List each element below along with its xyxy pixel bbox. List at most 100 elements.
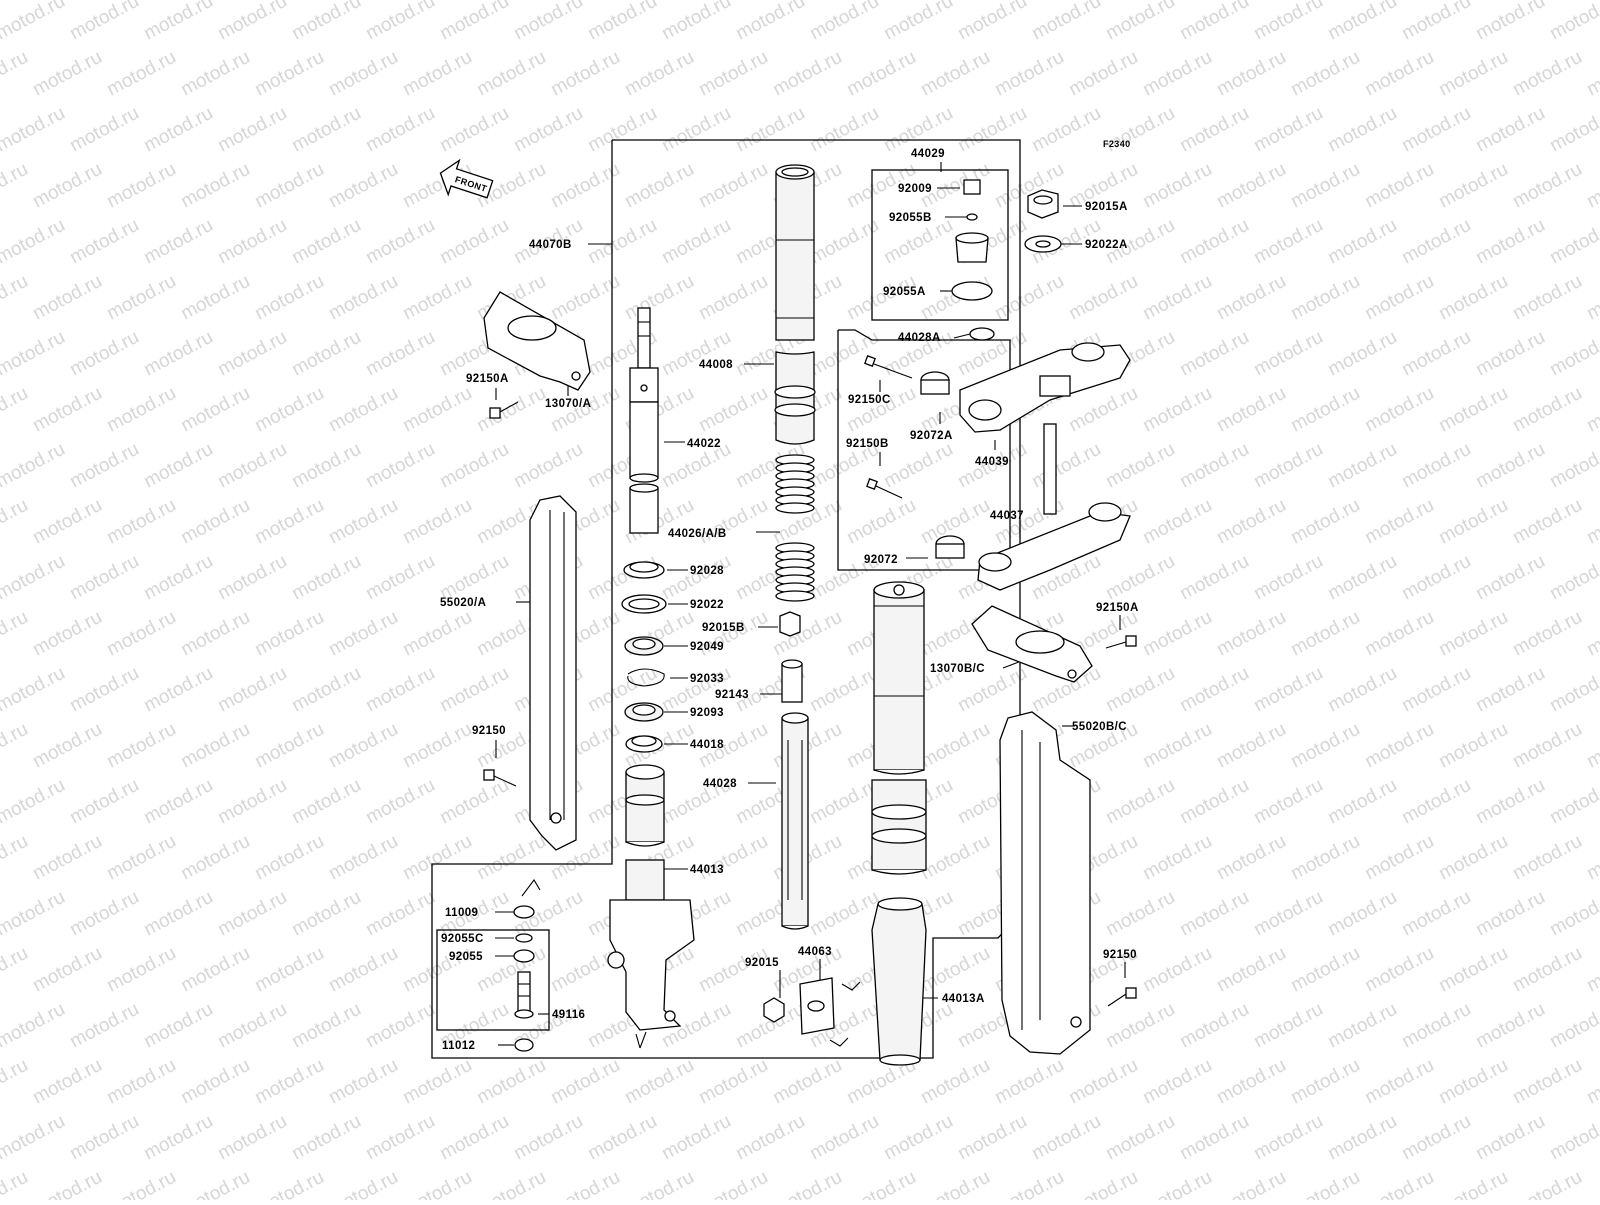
watermark-text: motod.ru [695,1167,771,1200]
outer-tube-44013 [607,764,695,1049]
watermark-text: motod.ru [1287,1167,1363,1200]
watermark-text: motod.ru [1472,1111,1548,1165]
watermark-text: motod.ru [288,0,364,44]
label-92150A-right: 92150A [1096,602,1139,614]
label-92150A-left: 92150A [466,373,509,385]
watermark-text: motod.ru [66,0,142,44]
watermark-text: motod.ru [436,103,512,157]
label-49116: 49116 [552,1009,585,1021]
front-arrow-icon: FRONT [439,158,494,199]
watermark-text: motod.ru [0,831,32,885]
watermark-text: motod.ru [547,1167,623,1200]
watermark-text: motod.ru [288,327,364,381]
watermark-text: motod.ru [917,831,993,885]
label-92033: 92033 [690,673,724,685]
watermark-text: motod.ru [917,47,993,101]
watermark-text: motod.ru [1176,551,1252,605]
watermark-text: motod.ru [1213,831,1289,885]
washer-92022 [621,594,667,614]
watermark-text: motod.ru [1324,103,1400,157]
label-92150C: 92150C [848,394,891,406]
watermark-text: motod.ru [1176,663,1252,717]
watermark-text: motod.ru [1361,943,1437,997]
watermark-text: motod.ru [0,1055,32,1109]
watermark-text: motod.ru [0,719,32,773]
watermark-text: motod.ru [1250,887,1326,941]
watermark-text: motod.ru [362,887,438,941]
watermark-text: motod.ru [1139,831,1215,885]
watermark-text: motod.ru [103,159,179,213]
watermark-text: motod.ru [1213,383,1289,437]
watermark-text: motod.ru [769,1055,845,1109]
watermark-text: motod.ru [1361,495,1437,549]
watermark-text: motod.ru [1472,887,1548,941]
watermark-text: motod.ru [177,271,253,325]
watermark-text: motod.ru [1065,1167,1141,1200]
watermark-text: motod.ru [103,47,179,101]
watermark-text: motod.ru [1361,271,1437,325]
watermark-text: motod.ru [0,607,32,661]
watermark-text: motod.ru [1139,383,1215,437]
watermark-text: motod.ru [399,495,475,549]
label-55020BC: 55020B/C [1072,721,1127,733]
watermark-text: motod.ru [399,1055,475,1109]
watermark-text: motod.ru [325,607,401,661]
watermark-text: motod.ru [1509,159,1585,213]
watermark-text: motod.ru [1398,0,1474,44]
watermark-text: motod.ru [1435,607,1511,661]
watermark-text: motod.ru [917,719,993,773]
watermark-text: motod.ru [1028,0,1104,44]
watermark-text: motod.ru [1435,383,1511,437]
dust-seal-92093 [624,702,664,722]
watermark-text: motod.ru [695,1055,771,1109]
watermark-text: motod.ru [769,47,845,101]
watermark-text: motod.ru [1583,383,1600,437]
watermark-text: motod.ru [177,47,253,101]
watermark-text: motod.ru [1509,1167,1585,1200]
watermark-text: motod.ru [769,1167,845,1200]
watermark-text: motod.ru [1435,1167,1511,1200]
label-13070A: 13070/A [545,398,591,410]
watermark-text: motod.ru [103,831,179,885]
watermark-text: motod.ru [214,663,290,717]
watermark-text: motod.ru [103,607,179,661]
watermark-text: motod.ru [0,271,32,325]
watermark-text: motod.ru [695,47,771,101]
watermark-text: motod.ru [1250,103,1326,157]
watermark-text: motod.ru [1398,551,1474,605]
collar-92143 [781,659,803,703]
o-ring-11009 [513,879,541,919]
watermark-text: motod.ru [695,495,771,549]
watermark-text: motod.ru [1472,551,1548,605]
watermark-text: motod.ru [1213,607,1289,661]
watermark-text: motod.ru [473,943,549,997]
watermark-text: motod.ru [66,327,142,381]
watermark-text: motod.ru [140,1111,216,1165]
guard-55020BC [999,711,1091,1055]
watermark-text: motod.ru [1472,327,1548,381]
watermark-text: motod.ru [1102,887,1178,941]
watermark-text: motod.ru [1435,831,1511,885]
watermark-text: motod.ru [251,495,327,549]
watermark-text: motod.ru [658,551,734,605]
watermark-text: motod.ru [0,103,69,157]
watermark-text: motod.ru [1139,1167,1215,1200]
watermark-text: motod.ru [843,383,919,437]
bolt-92150C [864,355,913,379]
watermark-text: motod.ru [732,0,808,44]
watermark-text: motod.ru [325,943,401,997]
watermark-text: motod.ru [843,1167,919,1200]
watermark-text: motod.ru [880,439,956,493]
watermark-text: motod.ru [251,159,327,213]
watermark-text: motod.ru [1176,775,1252,829]
watermark-text: motod.ru [66,551,142,605]
watermark-text: motod.ru [140,775,216,829]
watermark-text: motod.ru [510,103,586,157]
watermark-text: motod.ru [1509,943,1585,997]
watermark-text: motod.ru [1472,215,1548,269]
watermark-text: motod.ru [1213,159,1289,213]
watermark-text: motod.ru [1213,1055,1289,1109]
watermark-text: motod.ru [214,775,290,829]
watermark-text: motod.ru [1398,1111,1474,1165]
watermark-text: motod.ru [288,1111,364,1165]
